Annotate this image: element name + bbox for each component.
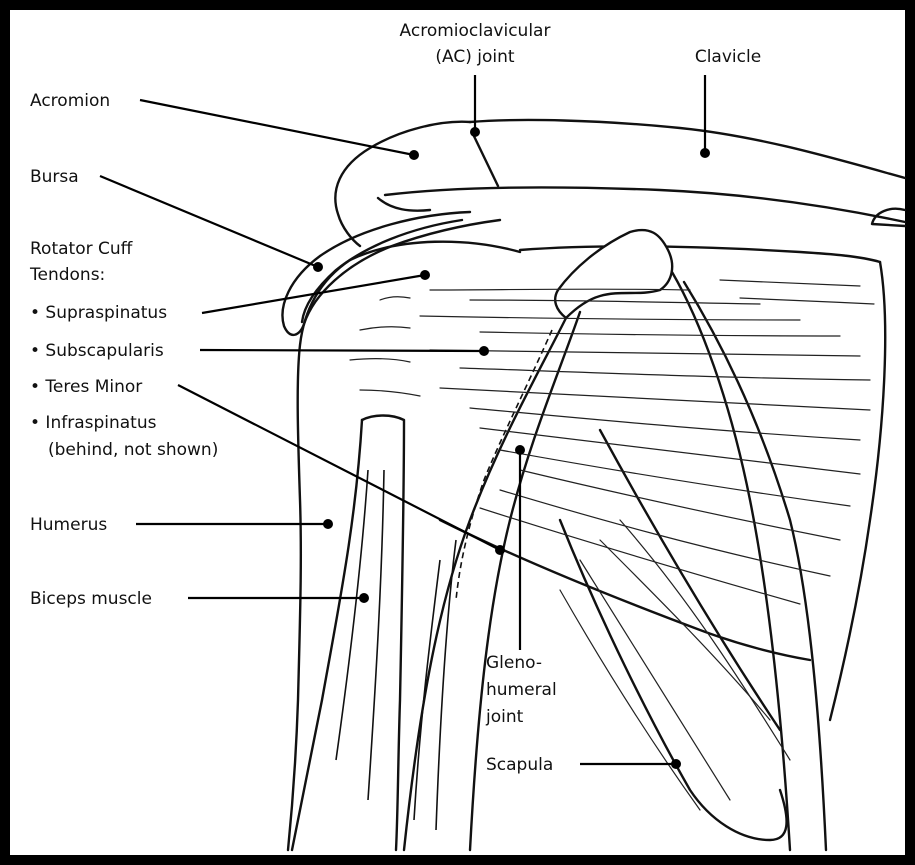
label-glenohumeral-line3: joint: [485, 707, 524, 727]
bursa-dot: [313, 262, 323, 272]
label-scapula: Scapula: [486, 755, 553, 775]
label-glenohumeral-line1: Gleno-: [486, 653, 542, 673]
biceps-dot: [359, 593, 369, 603]
label-ac-joint-line2: (AC) joint: [435, 47, 514, 67]
glenohumeral-dot: [515, 445, 525, 455]
ac-joint-dot: [470, 127, 480, 137]
label-clavicle: Clavicle: [695, 47, 761, 67]
label-subscapularis: • Subscapularis: [30, 341, 164, 361]
label-teres-minor: • Teres Minor: [30, 377, 142, 397]
label-infraspinatus-line2: (behind, not shown): [48, 440, 218, 460]
scapula-dot: [671, 759, 681, 769]
teres-minor-dot: [495, 545, 505, 555]
label-infraspinatus-line1: • Infraspinatus: [30, 413, 157, 433]
label-ac-joint-line1: Acromioclavicular: [400, 21, 551, 41]
supraspinatus-dot: [420, 270, 430, 280]
label-bursa: Bursa: [30, 167, 79, 187]
label-glenohumeral-line2: humeral: [486, 680, 557, 700]
clavicle-dot: [700, 148, 710, 158]
label-rotator-cuff-line2: Tendons:: [29, 265, 105, 285]
label-supraspinatus: • Supraspinatus: [30, 303, 167, 323]
acromion-dot: [409, 150, 419, 160]
label-rotator-cuff-line1: Rotator Cuff: [30, 239, 134, 259]
label-humerus: Humerus: [30, 515, 107, 535]
label-acromion: Acromion: [30, 91, 110, 111]
label-biceps-muscle: Biceps muscle: [30, 589, 152, 609]
subscapularis-dot: [479, 346, 489, 356]
humerus-dot: [323, 519, 333, 529]
